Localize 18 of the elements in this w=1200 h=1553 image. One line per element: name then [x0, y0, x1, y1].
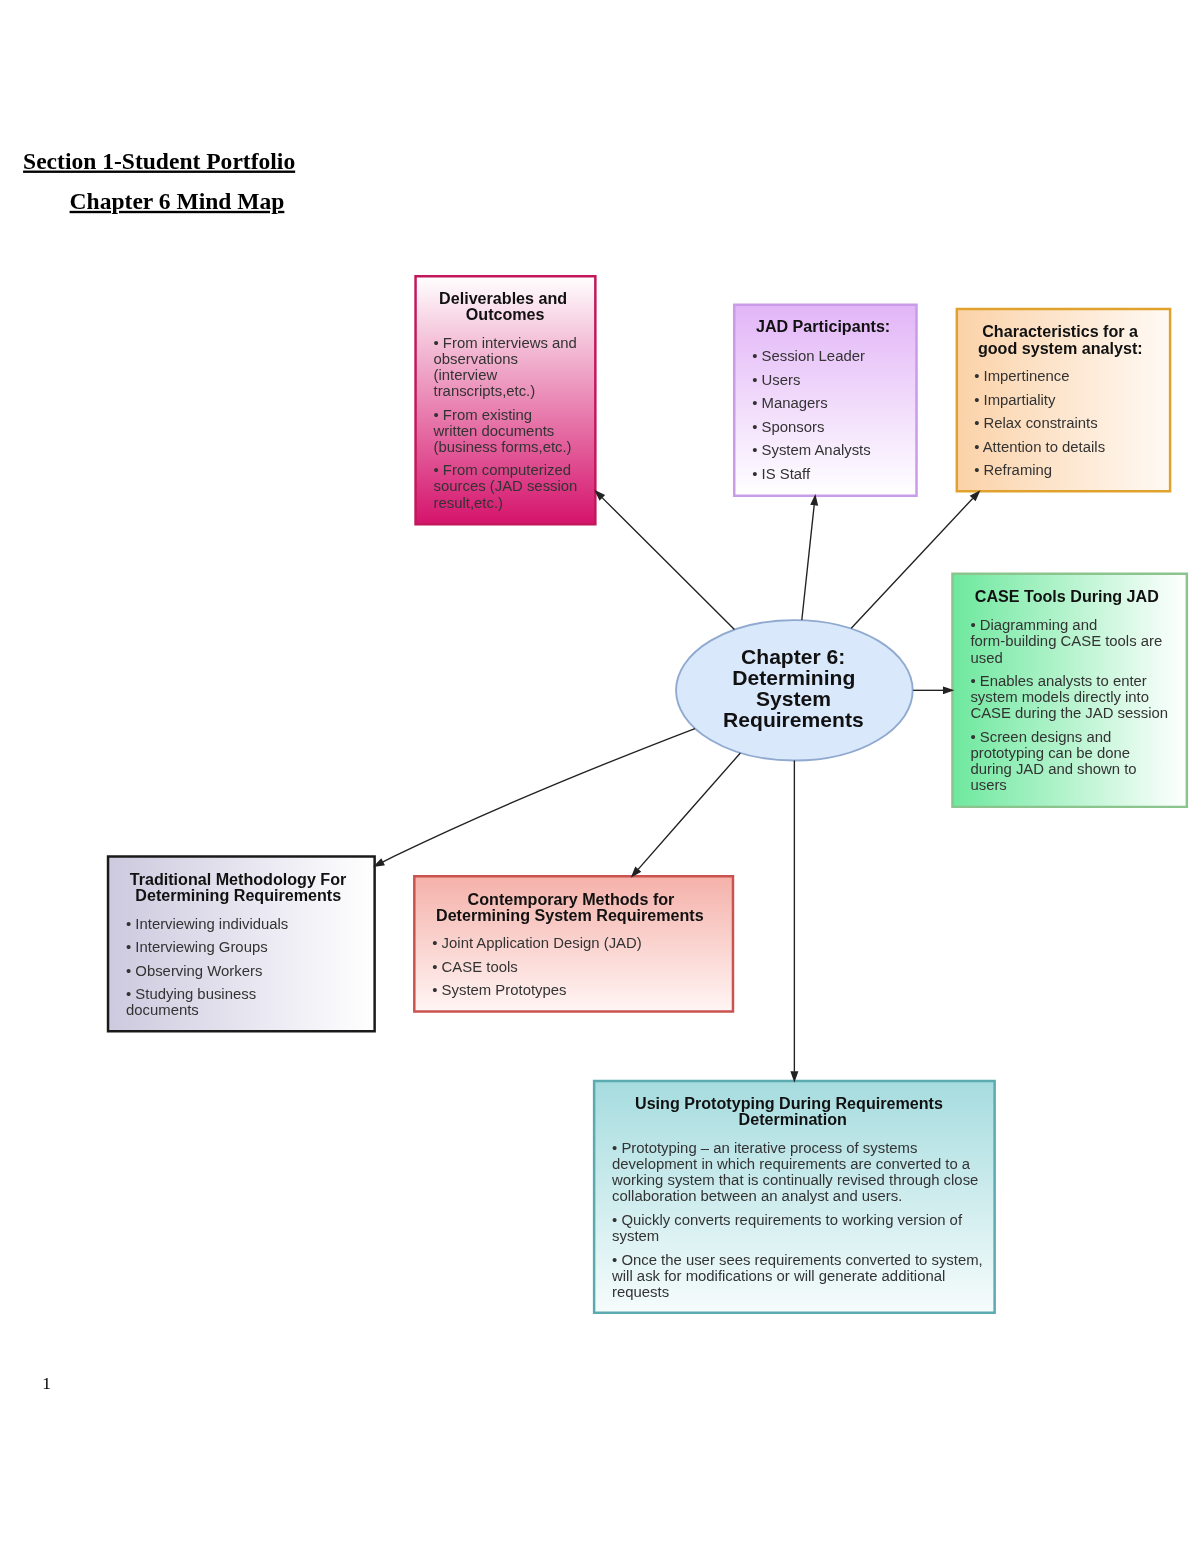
node-box: Contemporary Methods for Determining System Requirements • Joint Application Design (JAD) • CASE tools • System Prototypes [413, 875, 735, 1013]
arrow [372, 727, 696, 867]
diagram-title: Section 1-Student Portfolio [23, 147, 296, 174]
arrow [630, 752, 742, 878]
arrow [912, 686, 955, 695]
node-box: Using Prototyping During Requirements Determination • Prototyping – an iterative process of systems development in which requirements are converted to a working system that is continually revised through close collaboration between an analyst and users. • Quickly converts requirements to working version of system • Once the user sees requirements converted to system, will ask for modifications or will generate additional requests [592, 1079, 996, 1315]
node-box: JAD Participants: • Session Leader • Users • Managers • Sponsors • System Analysts • IS Staff [733, 303, 918, 497]
node-box: CASE Tools During JAD • Diagramming and form-building CASE tools are used • Enables analysts to enter system models directly into CASE during the JAD session • Screen designs and prototyping can be done during JAD and shown to users [951, 572, 1189, 809]
arrow [801, 493, 819, 621]
arrow [594, 489, 736, 631]
label: Chapter 6 Mind Map [69, 187, 285, 214]
arrow [850, 490, 981, 629]
arrow [790, 759, 799, 1083]
label: 1 [42, 1374, 51, 1394]
node-box: Deliverables and Outcomes • From interviews and observations (interview transcripts,etc.) • From existing written documents (business forms,etc.) • From computerized sources (JAD session result,etc.) [414, 274, 597, 526]
node-box: Traditional Methodology For Determining Requirements • Interviewing individuals • Interviewing Groups • Observing Workers • Studying business documents [106, 855, 376, 1033]
node-box: Characteristics for a good system analyst: • Impertinence • Impartiality • Relax constraints • Attention to details • Reframing [955, 307, 1172, 493]
node-ellipse: Chapter 6: Determining System Requirements [675, 619, 914, 762]
